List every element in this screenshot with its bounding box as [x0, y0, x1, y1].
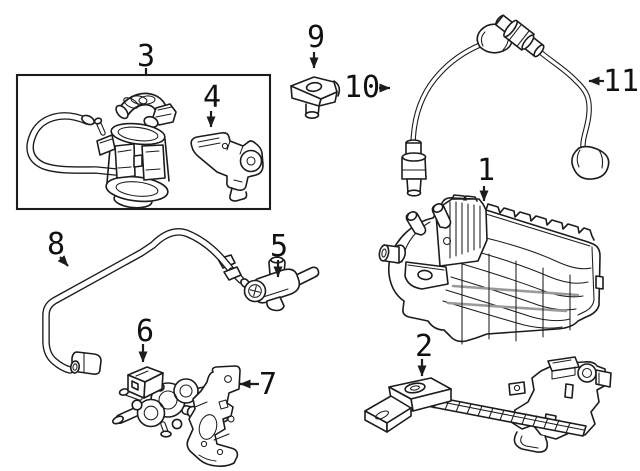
callout-10-label: 10 [344, 70, 380, 105]
valve-hose-assembly-drawing [26, 92, 177, 209]
clip-drawing [290, 76, 341, 120]
callout-10: 10 [344, 70, 391, 105]
callout-5: 5 [270, 229, 288, 278]
callout-8-arrow [57, 255, 69, 267]
check-valve-drawing [243, 256, 320, 312]
canister-drawing [378, 194, 604, 345]
callout-4: 4 [203, 80, 221, 128]
callout-1-label: 1 [477, 153, 495, 188]
callout-7-label: 7 [259, 367, 277, 402]
valve-bracket-drawing [190, 132, 264, 202]
oxygen-sensor-front-drawing [401, 23, 513, 197]
callout-9-label: 9 [307, 20, 325, 55]
callout-7: 7 [239, 367, 277, 402]
callout-4-label: 4 [203, 80, 221, 115]
callout-5-label: 5 [270, 229, 288, 264]
callout-8: 8 [47, 227, 69, 267]
callout-8-label: 8 [47, 227, 65, 262]
callout-2: 2 [415, 329, 433, 377]
purge-valve-drawing [112, 366, 235, 438]
callout-6: 6 [136, 314, 154, 363]
callout-11-label: 11 [603, 64, 639, 99]
purge-valve-bracket-drawing [186, 365, 241, 467]
callout-1: 1 [477, 153, 495, 202]
callout-11: 11 [588, 64, 639, 99]
oxygen-sensor-rear-drawing [495, 14, 610, 180]
vent-hose-drawing [42, 228, 250, 375]
callout-6-label: 6 [136, 314, 154, 349]
valve-assembly-box [15, 73, 272, 211]
callout-2-label: 2 [415, 329, 433, 364]
callout-3-label: 3 [137, 39, 155, 74]
callout-3: 3 [137, 39, 155, 75]
callout-9: 9 [307, 20, 325, 69]
canister-bracket-drawing [364, 356, 612, 453]
